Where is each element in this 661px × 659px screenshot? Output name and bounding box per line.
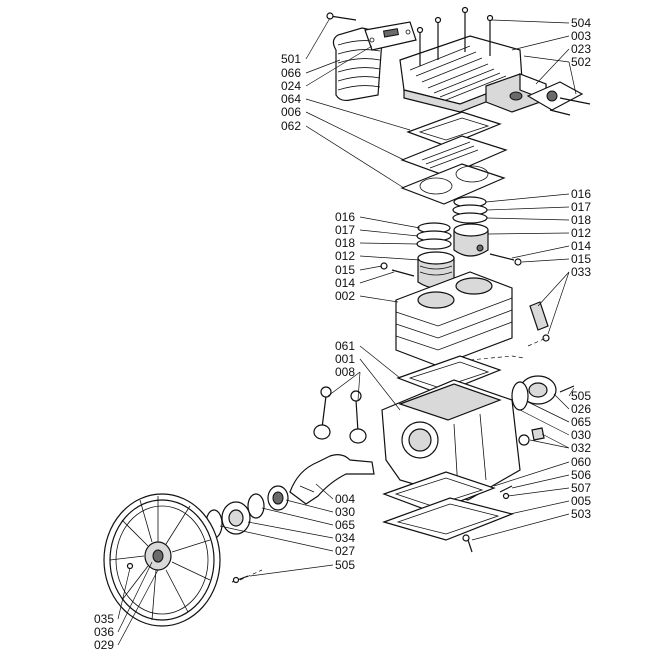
label-023: 023 (571, 42, 591, 56)
label-016-left: 016 (335, 210, 355, 224)
label-026: 026 (571, 402, 591, 416)
label-061: 061 (335, 339, 355, 353)
label-065-right: 065 (571, 415, 591, 429)
label-507: 507 (571, 481, 591, 495)
bearing-cover-right-026 (511, 375, 575, 411)
bottom-gasket-060 (382, 471, 496, 513)
label-033: 033 (571, 265, 591, 279)
label-066: 066 (281, 66, 301, 80)
label-018-right: 018 (571, 213, 591, 227)
crankcase-gasket-061 (396, 355, 502, 395)
oil-breather-033 (529, 301, 550, 342)
bearing-030 (267, 485, 289, 511)
label-062: 062 (281, 119, 301, 133)
label-012-left: 012 (335, 249, 355, 263)
bottom-cover-005 (382, 485, 514, 553)
crankcase-001 (381, 379, 521, 501)
labels-left-crank: 061 001 008 (335, 339, 355, 379)
label-006: 006 (281, 105, 301, 119)
cylinder-gasket-062 (400, 163, 506, 205)
label-502: 502 (571, 55, 591, 69)
label-003: 003 (571, 29, 591, 43)
label-002: 002 (335, 289, 355, 303)
label-504: 504 (571, 16, 591, 30)
label-012-right: 012 (571, 226, 591, 240)
label-018-left: 018 (335, 236, 355, 250)
label-017-right: 017 (571, 200, 591, 214)
label-501: 501 (281, 52, 301, 66)
label-503: 503 (571, 507, 591, 521)
piston-rings-right (452, 196, 488, 224)
label-060: 060 (571, 455, 591, 469)
label-029: 029 (94, 638, 114, 652)
label-505-right: 505 (571, 389, 591, 403)
label-005: 005 (571, 494, 591, 508)
leader-lines (117, 17, 577, 646)
labels-left-top: 501 066 024 064 006 062 (281, 52, 301, 133)
crankshaft-004 (289, 454, 375, 505)
label-004: 004 (335, 492, 355, 506)
label-036: 036 (94, 625, 114, 639)
label-035: 035 (94, 612, 114, 626)
valve-manifold-023 (485, 73, 591, 116)
labels-bottom-mid: 004 030 065 034 027 505 (335, 492, 355, 572)
label-027: 027 (335, 544, 355, 558)
cylinder-block-002 (395, 271, 513, 367)
label-505-bottom: 505 (335, 558, 355, 572)
label-014-right: 014 (571, 239, 591, 253)
screw-505-bottom (231, 575, 249, 584)
piston-right (453, 223, 522, 266)
piston-rings-left (416, 222, 452, 250)
labels-right: 504 003 023 502 016 017 018 012 014 015 … (571, 16, 591, 521)
label-017-left: 017 (335, 223, 355, 237)
label-034: 034 (335, 531, 355, 545)
label-014-left: 014 (335, 276, 355, 290)
flywheel-pulley (103, 493, 221, 627)
label-024: 024 (281, 79, 301, 93)
oil-plug-032 (518, 427, 545, 446)
label-015-left: 015 (335, 263, 355, 277)
label-008: 008 (335, 365, 355, 379)
connecting-rod-left (313, 386, 332, 440)
label-506: 506 (571, 468, 591, 482)
valve-plate-gasket-064 (406, 111, 502, 147)
labels-bottom-left: 035 036 029 (94, 612, 114, 652)
labels-left-mid: 016 017 018 012 015 014 002 (335, 210, 355, 303)
label-001: 001 (335, 352, 355, 366)
label-065-bottom: 065 (335, 518, 355, 532)
seal-065 (247, 493, 265, 519)
label-064: 064 (281, 92, 301, 106)
label-016-right: 016 (571, 187, 591, 201)
label-032: 032 (571, 441, 591, 455)
cylinder-head-cover-finned (326, 12, 417, 102)
label-030-bottom: 030 (335, 505, 355, 519)
bearing-cover-034 (221, 501, 251, 535)
label-015-right: 015 (571, 252, 591, 266)
piston-left (380, 251, 455, 289)
label-030-right: 030 (571, 428, 591, 442)
valve-plate-006 (400, 135, 508, 177)
